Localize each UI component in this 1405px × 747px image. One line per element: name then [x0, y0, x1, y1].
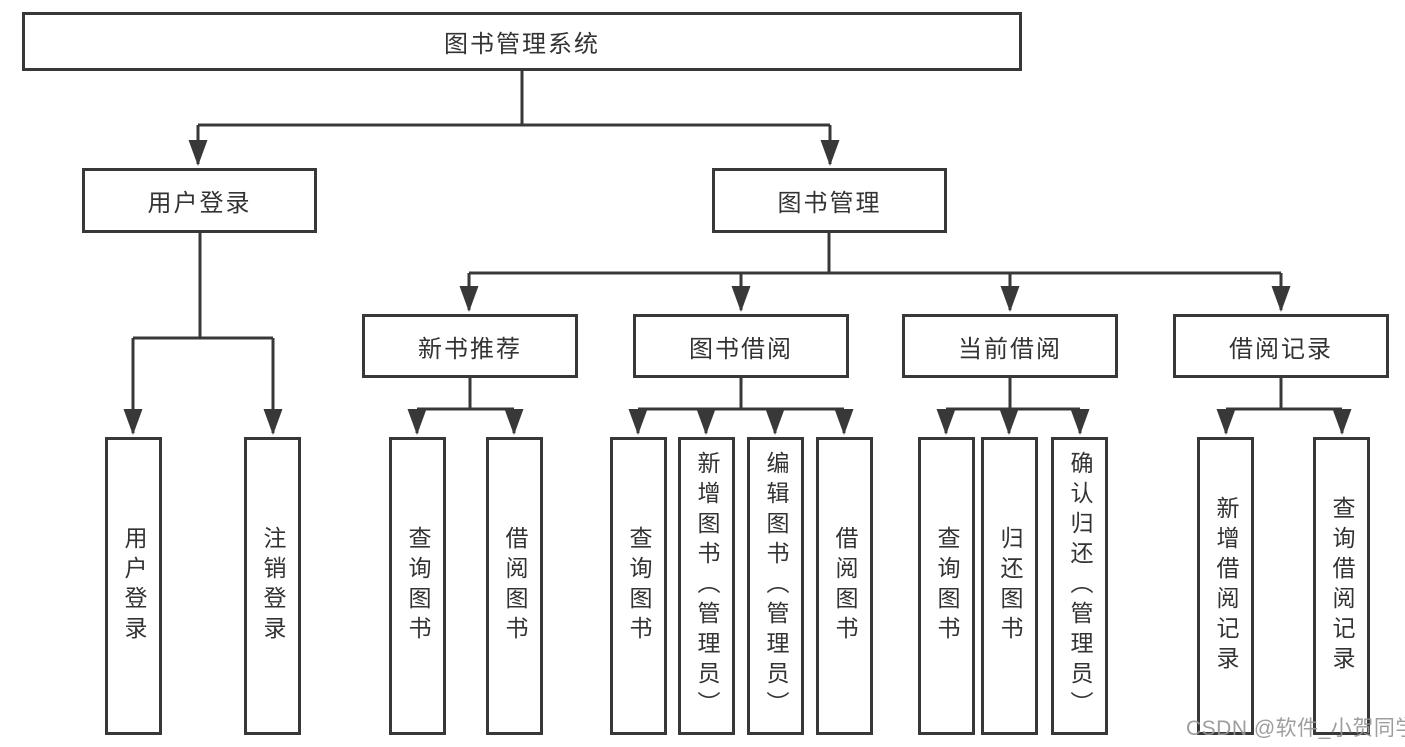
- leaf-return-book: 归还图书: [981, 437, 1038, 735]
- leaf-label: 归还图书: [997, 526, 1023, 646]
- node-label: 当前借阅: [958, 335, 1062, 363]
- leaf-query-book-borrowing: 查询图书: [610, 437, 667, 735]
- node-label: 新书推荐: [418, 335, 522, 363]
- leaf-borrow-book: 借阅图书: [816, 437, 873, 735]
- leaf-query-book-recommend: 查询图书: [389, 437, 446, 735]
- node-new-book-recommendation: 新书推荐: [362, 314, 578, 378]
- leaf-label: 用户登录: [121, 526, 147, 646]
- leaf-label: 查询借阅记录: [1329, 496, 1355, 676]
- leaf-label: 新增借阅记录: [1213, 496, 1239, 676]
- leaf-label: 借阅图书: [502, 526, 528, 646]
- leaf-add-book-admin: 新增图书（管理员）: [678, 437, 735, 735]
- leaf-confirm-return-admin: 确认归还（管理员）: [1051, 437, 1108, 735]
- leaf-logout: 注销登录: [244, 437, 301, 735]
- leaf-label: 注销登录: [260, 526, 286, 646]
- leaf-borrow-book-recommend: 借阅图书: [486, 437, 543, 735]
- watermark-text: CSDN @软件_小贺同学: [1186, 717, 1405, 740]
- leaf-label: 查询图书: [405, 526, 431, 646]
- connector-borrowing-records: [1216, 378, 1352, 435]
- node-library-system: 图书管理系统: [22, 12, 1022, 71]
- connector-current-borrowing: [936, 378, 1090, 435]
- leaf-query-borrow-record: 查询借阅记录: [1313, 437, 1370, 735]
- node-label: 图书借阅: [689, 335, 793, 363]
- node-book-management: 图书管理: [712, 168, 947, 233]
- connector-book-management: [459, 233, 1291, 312]
- leaf-edit-book-admin: 编辑图书（管理员）: [747, 437, 804, 735]
- leaf-label: 新增图书（管理员）: [694, 451, 720, 721]
- node-label: 图书管理: [777, 190, 882, 217]
- leaf-label: 确认归还（管理员）: [1067, 451, 1093, 721]
- connector-new-book-recommendation: [407, 378, 524, 435]
- node-borrowing-records: 借阅记录: [1173, 314, 1389, 378]
- leaf-label: 查询图书: [934, 526, 960, 646]
- leaf-label: 借阅图书: [832, 526, 858, 646]
- node-book-borrowing: 图书借阅: [633, 314, 849, 378]
- node-label: 用户登录: [147, 190, 252, 217]
- connector-user-login: [123, 233, 283, 435]
- connector-book-borrowing: [628, 378, 854, 435]
- leaf-add-borrow-record: 新增借阅记录: [1197, 437, 1254, 735]
- node-label: 图书管理系统: [444, 31, 600, 58]
- node-current-borrowing: 当前借阅: [902, 314, 1118, 378]
- connector-root: [188, 71, 840, 166]
- node-user-login: 用户登录: [82, 168, 317, 233]
- node-label: 借阅记录: [1229, 335, 1333, 363]
- leaf-user-login: 用户登录: [105, 437, 162, 735]
- leaf-label: 编辑图书（管理员）: [763, 451, 789, 721]
- leaf-label: 查询图书: [626, 526, 652, 646]
- leaf-query-book-current: 查询图书: [918, 437, 975, 735]
